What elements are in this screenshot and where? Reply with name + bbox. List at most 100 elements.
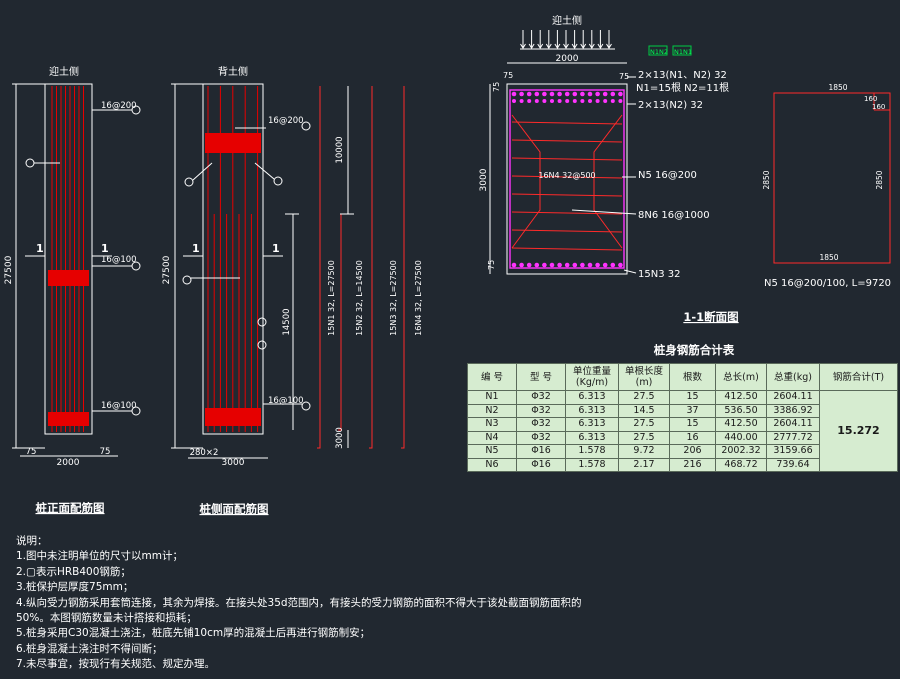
top-rebar-dot-2 [565,99,570,103]
arrow-head [537,43,544,49]
stirrup-label: N5 16@200/100, L=9720 [764,278,891,289]
tag-1: N1N2 [650,48,668,56]
top-rebar-dot [602,91,608,97]
table-cell: 15 [669,417,716,432]
arrow-head [563,43,569,49]
section-note-1: 2×13(N1、N2) 32 [638,70,727,81]
section-height-dim: 3000 [479,168,489,191]
leader-n6 [571,209,637,215]
table-cell: 206 [669,444,716,459]
section-top-label: 迎土侧 [552,14,582,27]
section-tie-line [511,229,623,233]
bottom-rebar-dot [610,262,616,268]
th-total-length: 总长(m) [715,363,767,391]
table-cell: 27.5 [618,390,670,405]
side-circle-4 [257,317,267,327]
table-cell: 1.578 [565,457,619,472]
section-tie-line [511,175,623,179]
top-rebar-dot [557,91,562,97]
section-note-3: 2×13(N2) 32 [638,100,703,111]
section-ties [511,121,623,251]
arrow-head [606,43,612,49]
side-callout-circle-1 [301,121,311,131]
th-total-weight: 总重(kg) [766,363,820,391]
front-rebar-lines [51,86,84,432]
table-cell: 6.313 [565,417,619,432]
top-rebar-dot [572,91,578,97]
table-cell: Φ32 [516,417,566,432]
table-cell: N5 [467,444,517,459]
side-circle-3 [182,275,192,285]
table-cell: N4 [467,430,517,445]
table-cell: 2604.11 [766,417,820,432]
top-rebar-dot [549,91,555,97]
earth-pressure-arrows [520,30,612,49]
th-id: 编 号 [467,363,517,391]
stirrup-dim-left: 2850 [762,170,771,189]
table-cell: 412.50 [715,417,767,432]
stirrup-dim-top: 1850 [828,83,847,92]
front-dim-b3: 75 [100,447,111,457]
section-bars-top [511,91,623,103]
section-bars-bottom [511,262,623,268]
table-cell: Φ16 [516,457,566,472]
bar-n2 [338,214,342,431]
front-section-mark-left: 1 [36,242,44,255]
cover-top: 75 [503,71,513,80]
section-note-7: 15N3 32 [638,269,680,280]
section-tie-right [593,114,623,249]
side-callout-2: 16@100 [268,396,304,406]
bar-n4 [401,86,405,449]
table-cell: 412.50 [715,390,767,405]
top-rebar-dot-2 [595,99,600,103]
top-rebar-dot [511,91,517,97]
side-view-title: 桩侧面配筋图 [200,502,269,516]
section-tie-line [511,247,623,251]
table-cell: 14.5 [618,403,670,418]
section-tie-line [511,211,623,215]
tag-box-2 [672,45,692,56]
table-cell: 536.50 [715,403,767,418]
cover-left: 75 [492,82,501,92]
front-dim-height: 27500 [4,255,14,284]
side-dim-height: 27500 [162,255,172,284]
note-line-3: 3.桩保护层厚度75mm； [16,581,134,594]
top-rebar-dot-2 [603,99,608,103]
bottom-rebar-dot [580,262,585,268]
top-rebar-dot [519,91,524,97]
stirrup-detail: 1850 1850 2850 2850 160 160 N5 16@200/10… [762,83,891,289]
bottom-rebar-dot [526,262,532,268]
bar-details: 10000 3000 15N1 32, L=27500 15N2 32, L=1… [317,86,423,449]
th-length: 单根长度 (m) [618,363,670,391]
stirrup-corner-b: 160 [872,103,885,111]
top-rebar-dot-2 [610,99,615,103]
notes-block: 说明： 1.图中未注明单位的尺寸以mm计； 2.▢表示HRB400钢筋； 3.桩… [16,534,582,673]
bottom-rebar-dot [564,262,570,268]
stirrup-dim-bottom: 1850 [819,253,838,262]
table-cell: Φ32 [516,430,566,445]
arrow-head [528,43,535,49]
table-title: 桩身钢筋合计表 [654,343,735,357]
pile-outline-side [202,83,264,435]
side-leader-2 [254,162,275,180]
top-rebar-dot [542,91,547,97]
bar-label-n4: 16N4 32, L=27500 [414,260,423,336]
table-cell: Φ16 [516,444,566,459]
tag-box-1 [648,45,668,56]
bottom-rebar-dot [602,262,608,268]
top-rebar-dot-2 [580,99,585,103]
arrow-head [554,43,561,49]
table-cell: 6.313 [565,403,619,418]
top-rebar-dot-2 [534,99,539,103]
top-rebar-dot-2 [550,99,554,103]
section-tie-left [511,114,541,249]
bar-label-n1: 15N1 32, L=27500 [327,260,336,336]
table-cell: 739.64 [766,457,820,472]
side-circle-5 [257,340,267,350]
bar-label-n2: 15N2 32, L=14500 [355,260,364,336]
side-top-label: 背土侧 [218,65,248,78]
top-rebar-dot-2 [618,99,623,103]
